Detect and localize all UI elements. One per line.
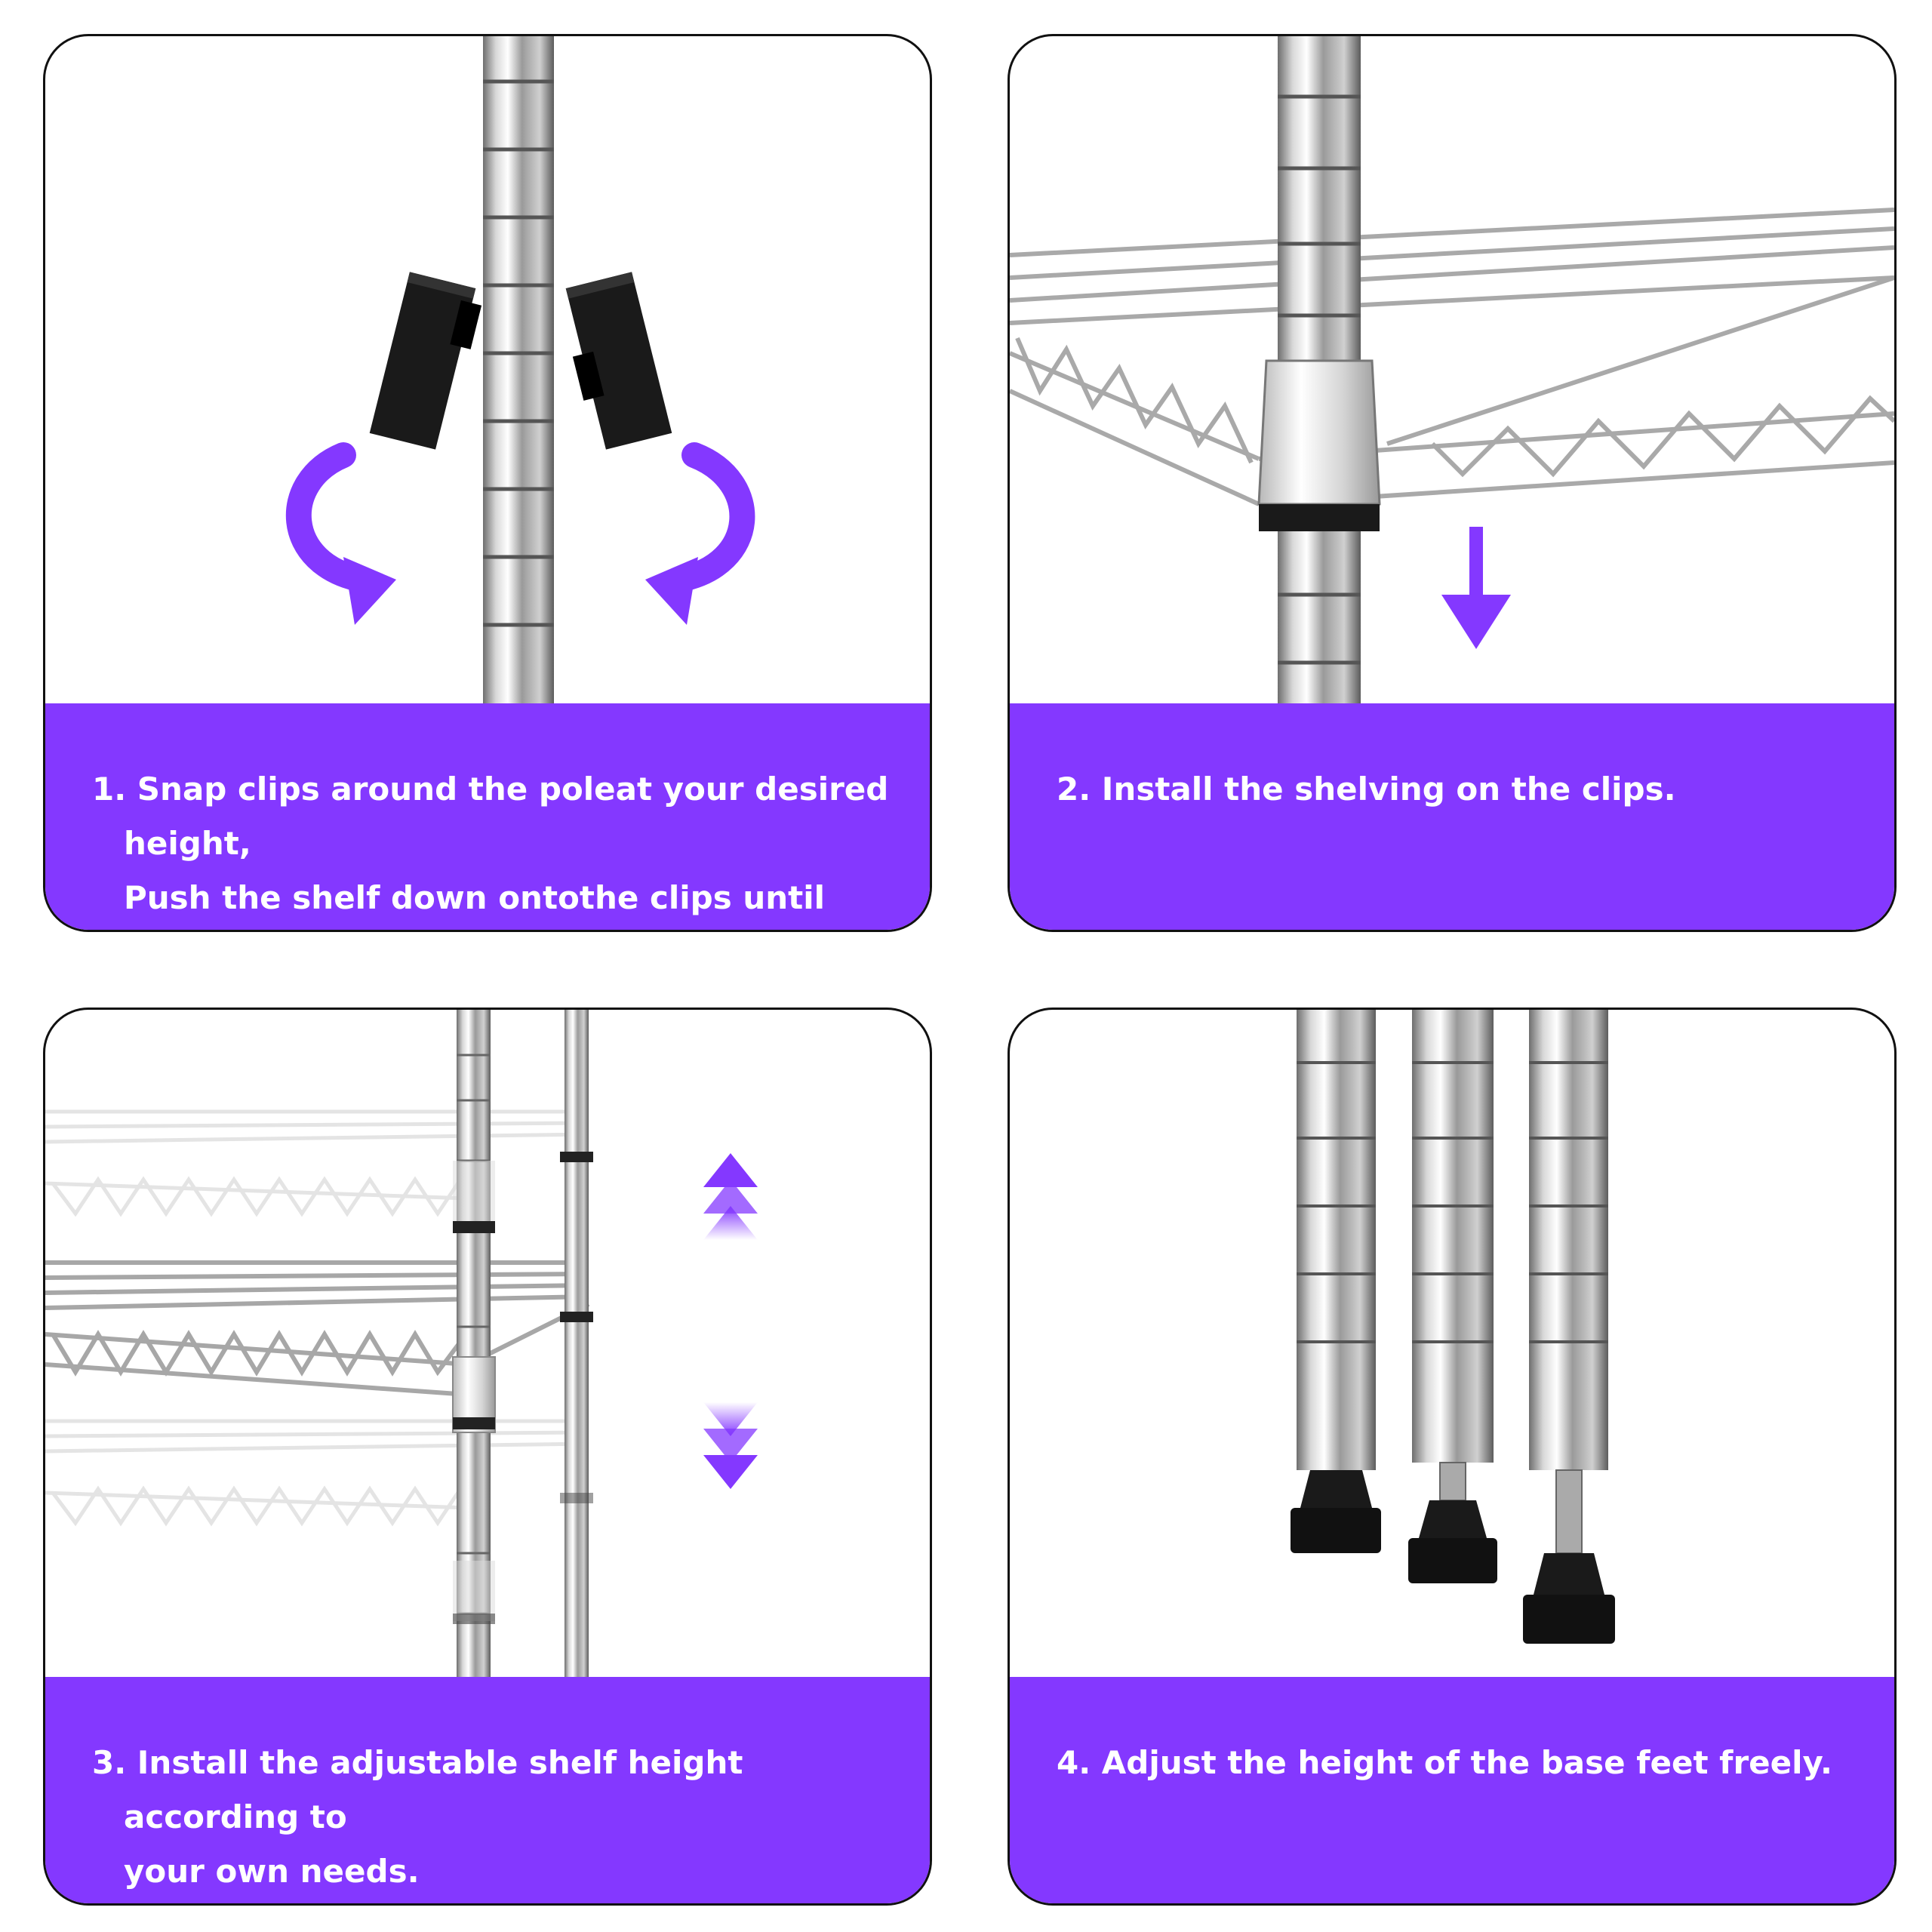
- wire-shelf: [1010, 208, 1894, 506]
- pole-right: [1523, 1010, 1615, 1644]
- pole-grooves: [483, 79, 554, 627]
- lower-shelf-faded: [45, 1419, 589, 1527]
- middle-clip: [453, 1417, 495, 1429]
- step-1-caption: 1. Snap clips around the poleat your des…: [92, 771, 889, 916]
- back-pole: [565, 1010, 589, 1677]
- down-arrow-icon: [1441, 527, 1511, 649]
- shelf-install-illustration: [1010, 36, 1894, 703]
- lower-clip: [453, 1614, 495, 1624]
- step-1-card: 1. Snap clips around the poleat your des…: [43, 34, 932, 932]
- step-4-caption-panel: 4. Adjust the height of the base feet fr…: [1010, 1677, 1894, 1903]
- upper-sleeve: [453, 1161, 495, 1221]
- pole-left: [1291, 1010, 1381, 1553]
- middle-shelf: [45, 1260, 590, 1397]
- shelf-pole: [483, 36, 554, 703]
- upper-shelf-faded: [45, 1109, 589, 1217]
- step-2-caption-panel: 2. Install the shelving on the clips.: [1010, 703, 1894, 930]
- step-3-caption-panel: 3. Install the adjustable shelf height a…: [45, 1677, 930, 1903]
- shelf-sleeve: [1257, 359, 1381, 506]
- down-arrows-icon: [703, 1402, 758, 1489]
- pole-clips-illustration: [285, 36, 755, 703]
- step-2-card: 2. Install the shelving on the clips.: [1008, 34, 1897, 932]
- up-arrows-icon: [703, 1153, 758, 1240]
- upper-clip: [453, 1221, 495, 1233]
- curved-arrow-left-icon: [285, 442, 396, 625]
- pole-middle: [1408, 1010, 1497, 1583]
- step-3-card: 3. Install the adjustable shelf height a…: [43, 1008, 932, 1906]
- lower-sleeve: [453, 1561, 495, 1621]
- right-clip: [565, 272, 672, 450]
- curved-arrow-right-icon: [645, 442, 755, 625]
- step-1-caption-panel: 1. Snap clips around the poleat your des…: [45, 703, 930, 930]
- step-2-caption: 2. Install the shelving on the clips.: [1057, 771, 1676, 808]
- step-4-card: 4. Adjust the height of the base feet fr…: [1008, 1008, 1897, 1906]
- step-4-caption: 4. Adjust the height of the base feet fr…: [1057, 1744, 1833, 1781]
- clip-band: [1259, 504, 1380, 531]
- step-3-caption: 3. Install the adjustable shelf height a…: [92, 1744, 743, 1890]
- left-clip: [369, 272, 482, 450]
- leveling-feet-illustration: [1291, 1010, 1615, 1644]
- adjustable-shelves-illustration: [45, 1010, 758, 1677]
